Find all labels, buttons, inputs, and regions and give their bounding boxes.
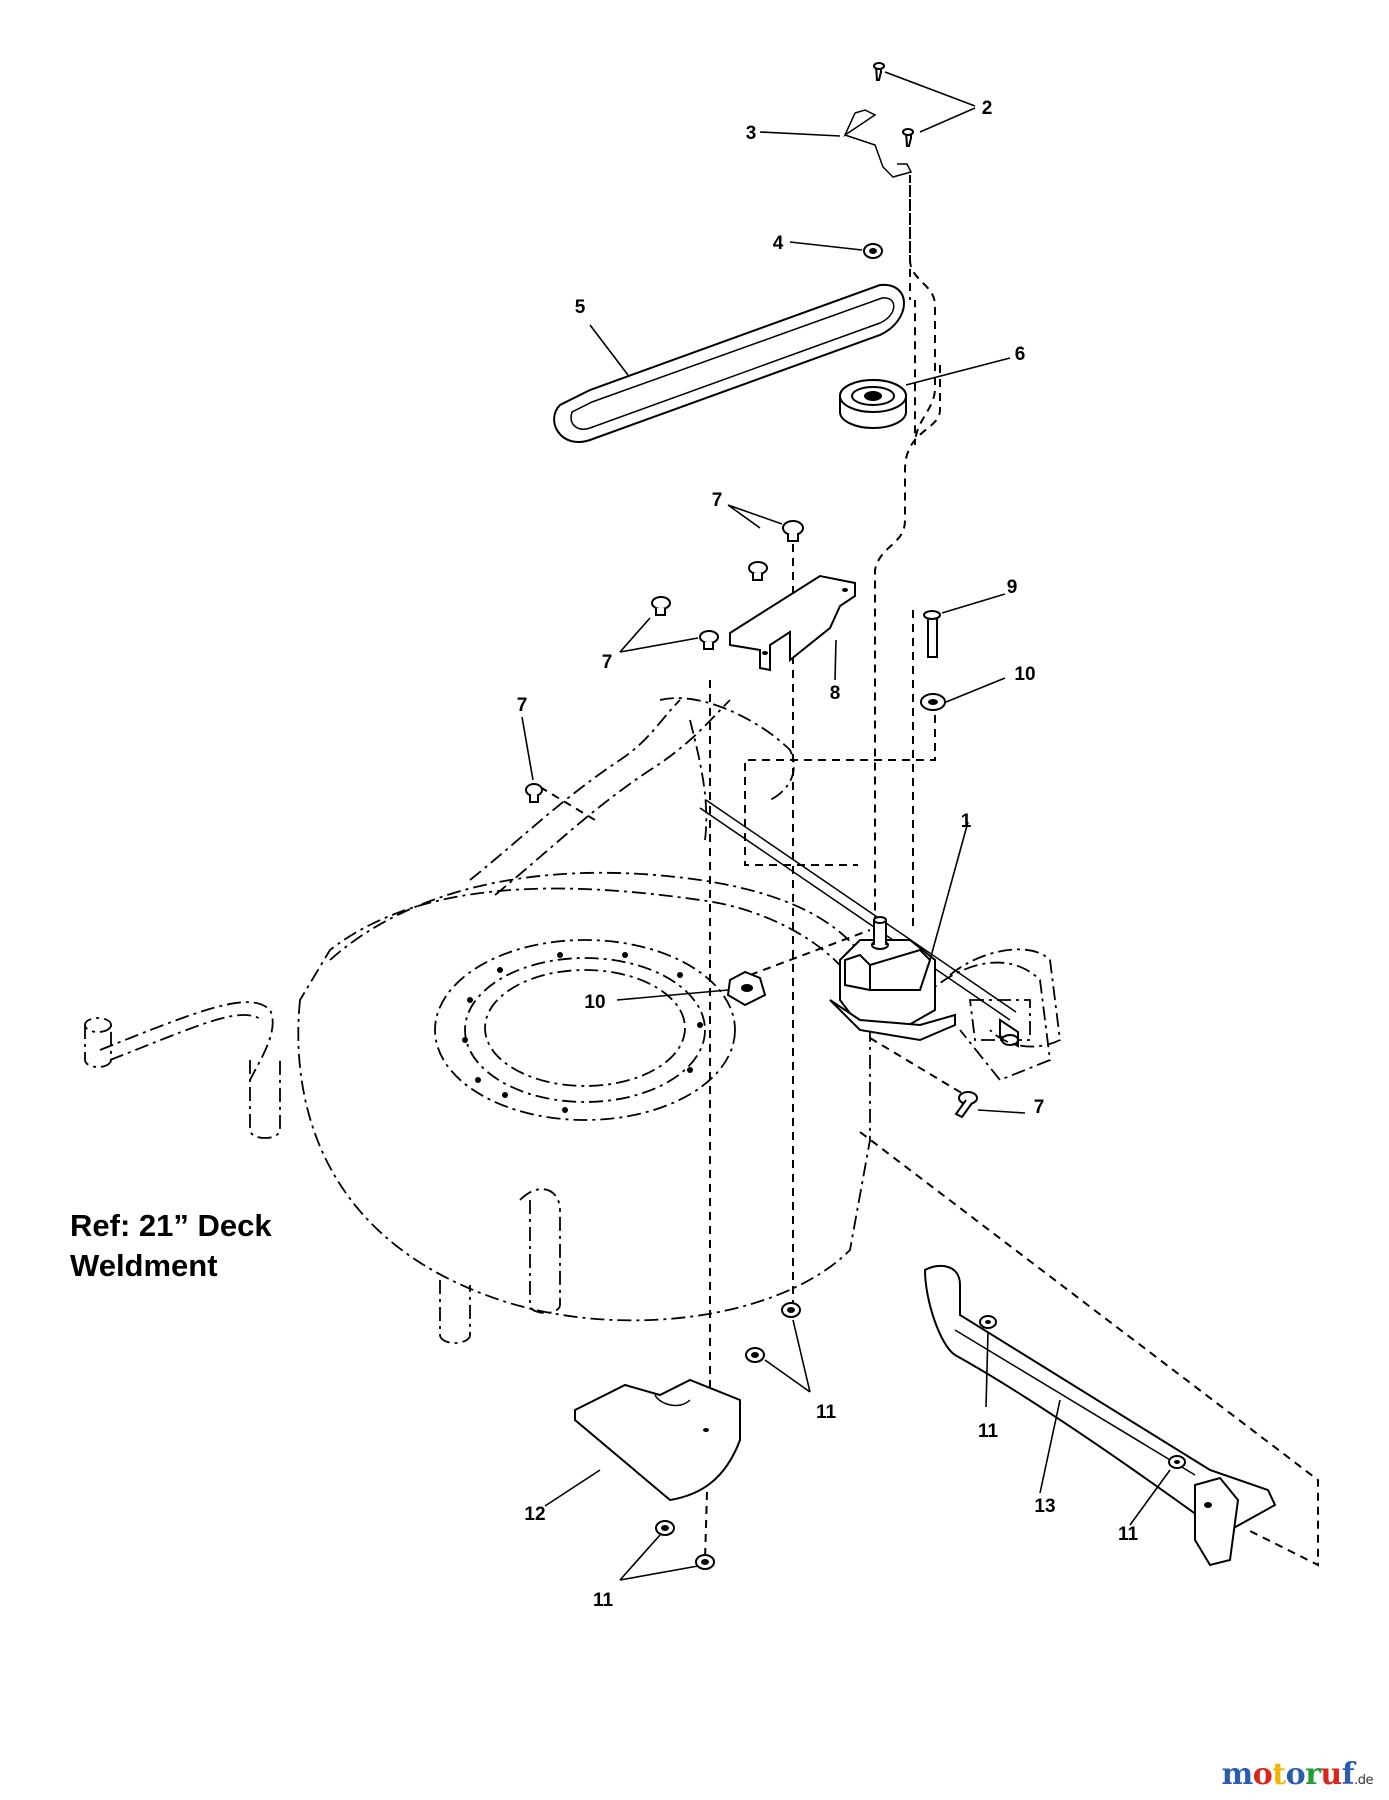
drive-shaft-icon [699,799,1017,1021]
clip-icon [782,520,804,542]
callout-7a: 7 [712,490,723,511]
callout-10b: 10 [584,992,605,1013]
nut-icon [695,1554,715,1570]
bolt-icon [923,610,941,658]
callout-4: 4 [773,233,784,254]
callout-11d: 11 [1118,1524,1139,1545]
baffle-icon [574,1378,741,1502]
callout-13: 13 [1034,1496,1055,1517]
callout-9: 9 [1007,577,1018,598]
motoruf-watermark: motoruf.de [1221,1757,1373,1792]
screw-icon [902,128,914,147]
reference-label-line2: Weldment [70,1248,218,1283]
callout-12: 12 [524,1504,545,1525]
nut-icon [726,970,767,1007]
centerline [909,175,936,446]
pulley-icon [839,379,907,429]
watermark-letter: r [1305,1757,1321,1792]
screw-icon [525,783,543,803]
watermark-letter: u [1320,1757,1342,1792]
callout-11c: 11 [978,1421,999,1442]
deck-weldment [84,697,1051,1344]
callout-11b: 11 [593,1590,614,1611]
callout-1: 1 [961,811,972,832]
callout-7c: 7 [517,695,528,716]
watermark-tld: .de [1354,1773,1373,1788]
clip-icon [651,596,671,616]
callout-3: 3 [746,123,757,144]
nut-icon [655,1520,675,1536]
clip-icon [748,561,768,581]
callout-11a: 11 [816,1402,837,1423]
nut-icon [745,1347,765,1363]
nut-icon [781,1302,801,1318]
mount-bracket-icon [729,574,856,672]
wheel-bracket-icon [923,1264,1277,1567]
screw-icon [873,62,885,81]
nut-icon [920,693,946,711]
callout-2: 2 [982,98,993,119]
callout-6: 6 [1015,344,1026,365]
wire-bracket-icon [843,109,913,178]
watermark-letter: o [1285,1757,1306,1792]
watermark-letter: t [1272,1757,1286,1792]
reference-label: Ref: 21” Deck Weldment [70,1206,272,1286]
callout-5: 5 [575,297,586,318]
watermark-letter: o [1252,1757,1273,1792]
watermark-letter: f [1341,1757,1355,1792]
callout-7b: 7 [602,652,613,673]
gearbox-icon [829,916,1019,1048]
clip-icon [699,630,719,650]
callout-8: 8 [830,683,841,704]
nut-icon [863,243,883,259]
callout-7d: 7 [1034,1097,1045,1118]
screw-icon [954,1091,978,1119]
reference-label-line1: Ref: 21” Deck [70,1208,272,1243]
watermark-letter: m [1221,1757,1253,1792]
callout-10a: 10 [1014,664,1035,685]
belt-icon [553,283,905,443]
